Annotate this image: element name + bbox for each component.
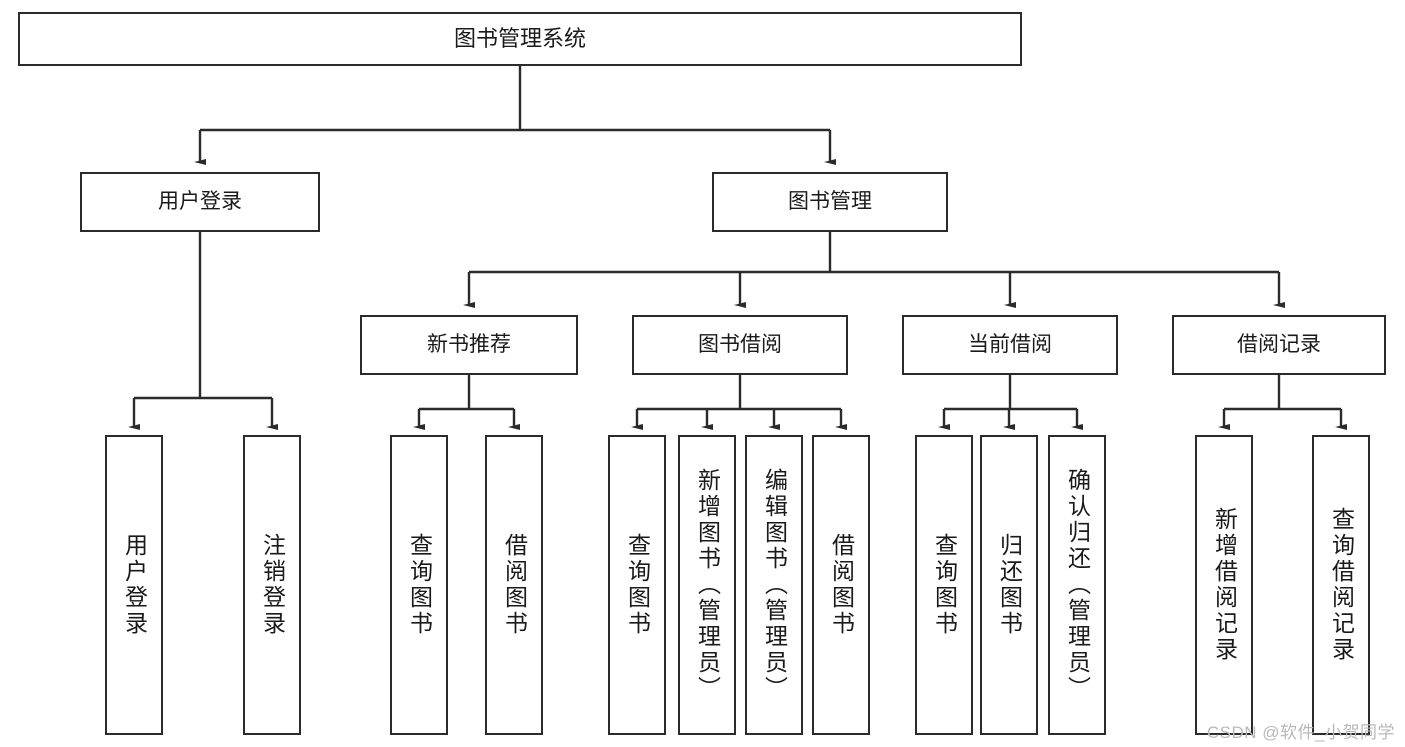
node-user-login-label: 用户登录 xyxy=(158,189,242,213)
node-leaf-query-book-3[interactable]: 查询图书 xyxy=(915,435,973,735)
node-book-manage[interactable]: 图书管理 xyxy=(712,172,948,232)
node-leaf-add-record[interactable]: 新增借阅记录 xyxy=(1195,435,1253,735)
node-leaf-edit-book[interactable]: 编辑图书（管理员） xyxy=(745,435,803,735)
node-leaf-query-book-2-label: 查询图书 xyxy=(624,533,651,637)
node-leaf-edit-book-label: 编辑图书（管理员） xyxy=(761,468,788,702)
node-leaf-add-book-label: 新增图书（管理员） xyxy=(694,468,721,702)
node-borrow-record[interactable]: 借阅记录 xyxy=(1172,315,1386,375)
node-leaf-logout[interactable]: 注销登录 xyxy=(243,435,301,735)
node-leaf-return-book[interactable]: 归还图书 xyxy=(980,435,1038,735)
node-new-book-rec-label: 新书推荐 xyxy=(427,332,511,356)
node-new-book-rec[interactable]: 新书推荐 xyxy=(360,315,578,375)
node-user-login[interactable]: 用户登录 xyxy=(80,172,320,232)
node-leaf-confirm-return[interactable]: 确认归还（管理员） xyxy=(1048,435,1106,735)
node-book-borrow[interactable]: 图书借阅 xyxy=(632,315,848,375)
node-current-borrow-label: 当前借阅 xyxy=(968,332,1052,356)
node-leaf-user-login-label: 用户登录 xyxy=(121,533,148,637)
node-leaf-query-book-2[interactable]: 查询图书 xyxy=(608,435,666,735)
node-current-borrow[interactable]: 当前借阅 xyxy=(902,315,1118,375)
node-leaf-borrow-book-2-label: 借阅图书 xyxy=(828,533,855,637)
node-borrow-record-label: 借阅记录 xyxy=(1237,332,1321,356)
node-leaf-borrow-book-1-label: 借阅图书 xyxy=(501,533,528,637)
node-root[interactable]: 图书管理系统 xyxy=(18,12,1022,66)
node-leaf-return-book-label: 归还图书 xyxy=(996,533,1023,637)
node-book-manage-label: 图书管理 xyxy=(788,189,872,213)
node-leaf-add-record-label: 新增借阅记录 xyxy=(1211,507,1238,663)
node-book-borrow-label: 图书借阅 xyxy=(698,332,782,356)
node-leaf-query-book-1-label: 查询图书 xyxy=(406,533,433,637)
node-leaf-confirm-return-label: 确认归还（管理员） xyxy=(1064,468,1091,702)
node-leaf-query-book-1[interactable]: 查询图书 xyxy=(390,435,448,735)
node-leaf-user-login[interactable]: 用户登录 xyxy=(105,435,163,735)
node-leaf-borrow-book-1[interactable]: 借阅图书 xyxy=(485,435,543,735)
node-leaf-query-record-label: 查询借阅记录 xyxy=(1328,507,1355,663)
node-leaf-borrow-book-2[interactable]: 借阅图书 xyxy=(812,435,870,735)
node-leaf-query-record[interactable]: 查询借阅记录 xyxy=(1312,435,1370,735)
node-leaf-logout-label: 注销登录 xyxy=(259,533,286,637)
node-leaf-query-book-3-label: 查询图书 xyxy=(931,533,958,637)
node-root-label: 图书管理系统 xyxy=(453,26,586,52)
node-leaf-add-book[interactable]: 新增图书（管理员） xyxy=(678,435,736,735)
